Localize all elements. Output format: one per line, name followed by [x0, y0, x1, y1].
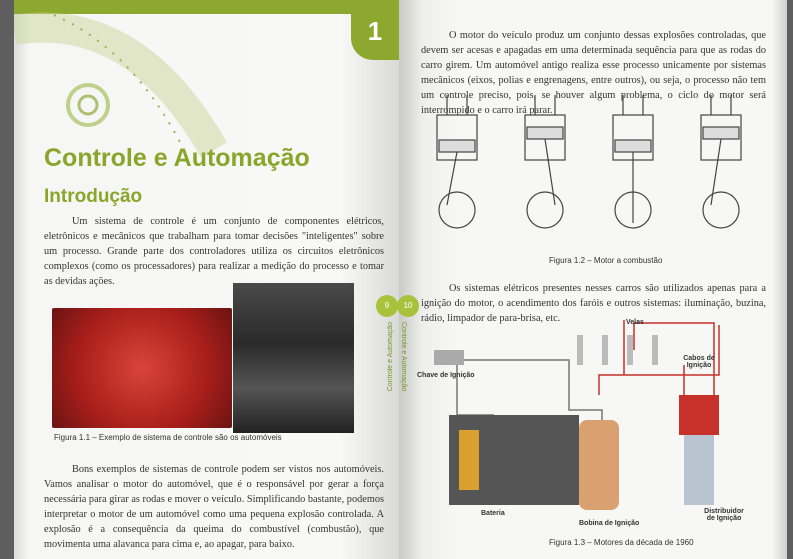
right-page: O motor do veículo produz um conjunto de… — [399, 0, 787, 559]
modern-interior-photo — [233, 283, 354, 433]
header-band — [14, 0, 399, 14]
chapter-number: 1 — [351, 0, 399, 60]
page-number-right: 10 — [397, 295, 419, 317]
label-bateria: Bateria — [481, 510, 505, 517]
body-paragraph: Os sistemas elétricos presentes nesses c… — [421, 283, 766, 324]
running-title-left: Controle e Automação — [387, 322, 394, 392]
label-distribuidor: Distribuidor de Ignição — [704, 508, 744, 522]
label-cabos: Cabos de Ignição — [683, 355, 715, 369]
figure-caption: Figura 1.2 – Motor a combustão — [549, 256, 663, 265]
figure-caption: Figura 1.1 – Exemplo de sistema de contr… — [54, 433, 282, 442]
body-paragraph: O motor do veículo produz um conjunto de… — [421, 30, 766, 116]
intro-paragraph: Um sistema de controle é um conjunto de … — [44, 216, 384, 287]
body-paragraph: Bons exemplos de sistemas de controle po… — [44, 464, 384, 550]
chapter-title: Controle e Automação — [44, 144, 310, 172]
left-page: 1 Controle e Automação Introdução Um sis… — [14, 0, 399, 559]
classic-dashboard-photo — [52, 308, 232, 428]
label-velas: Velas — [626, 319, 644, 326]
label-bobina: Bobina de Ignição — [579, 520, 640, 527]
running-title-right: Controle e Automação — [400, 322, 407, 392]
ignition-system-diagram — [434, 320, 720, 510]
page-number-left: 9 — [376, 295, 398, 317]
engine-cycle-diagram — [436, 95, 742, 229]
ignition-key — [434, 350, 464, 365]
section-title: Introdução — [44, 186, 143, 207]
figure-caption: Figura 1.3 – Motores da década de 1960 — [549, 538, 694, 547]
label-chave: Chave de Ignição — [417, 372, 475, 379]
decorative-swirl — [14, 12, 228, 158]
